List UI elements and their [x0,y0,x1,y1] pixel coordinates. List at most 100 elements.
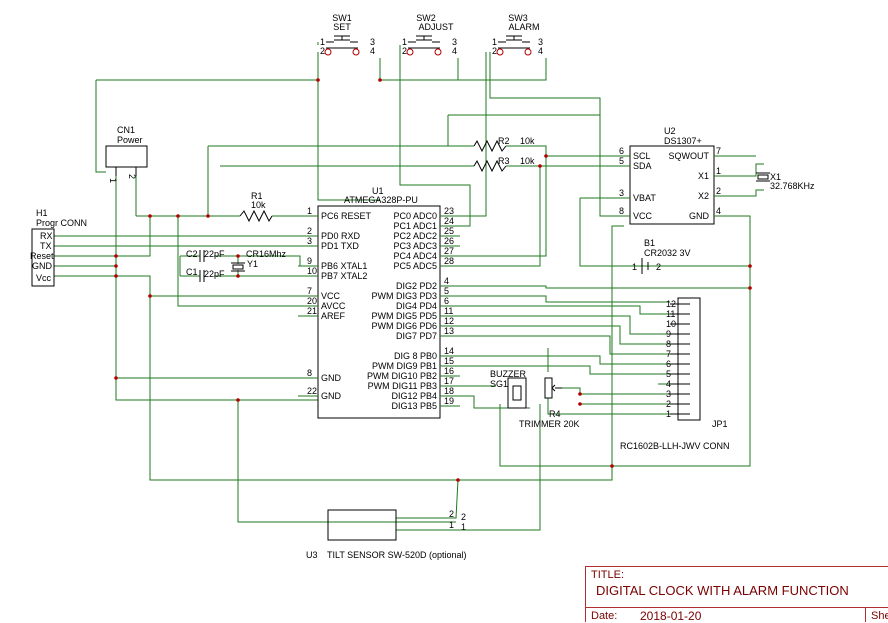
sw1-name: SET [333,22,351,32]
u3-pin2-right: 2 [461,512,466,522]
u1-right-pin-num-12: 12 [444,316,454,326]
u1-right-pin-num-16: 16 [444,366,454,376]
title-label: TITLE: [591,569,625,581]
u2-left-pin-num-3: 3 [619,188,624,198]
r2-value: 10k [520,136,535,146]
h1-pin-rx: RX [40,231,53,241]
y1-crystal: CR16Mhz Y1 [231,249,287,272]
u3-pin1-right: 1 [461,522,466,532]
title-block-divider [865,607,866,622]
sg1-name: BUZZER [490,369,527,379]
u2-ref: U2 [664,126,676,136]
sw3-pin4: 4 [538,46,543,56]
u1-right-pin-label-12: PWM DIG6 PD6 [371,321,437,331]
sw3-pin2: 2 [492,46,497,56]
u1-left-pin-label-3: PD1 TXD [321,241,359,251]
r3-ref: R3 [498,156,510,166]
u1-right-pin-label-15: PWM DIG9 PB1 [372,361,437,371]
u1-ref: U1 [372,186,384,196]
u1-right-pin-label-5: PWM DIG3 PD3 [371,291,437,301]
h1-pin-gnd: GND [32,261,53,271]
c1-capacitor: C1 22pF [186,267,225,282]
sw3-name: ALARM [508,22,539,32]
jp1-pin-num-2: 2 [666,399,671,409]
r1-resistor: R1 10k [239,191,273,223]
u1-part: ATMEGA328P-PU [344,195,418,205]
u1-left-pin-num-3: 3 [307,236,312,246]
u2-right-pin-label-2: X2 [698,191,709,201]
u1-right-pin-label-19: DIG13 PB5 [391,401,437,411]
u2-left-pin-label-8: VCC [633,211,653,221]
sw3-alarm: SW3 ALARM 1 2 3 4 [492,13,543,56]
u2-right-pin-label-7: SQWOUT [669,151,710,161]
h1-name: Progr CONN [36,218,87,228]
jp1-pin-num-3: 3 [666,389,671,399]
jp1-ref: JP1 [712,419,728,429]
u1-left-pin-num-22: 22 [307,386,317,396]
u1-left-pin-label-7: VCC [321,291,341,301]
date-label: Date: [591,610,618,622]
u1-left-pin-num-9: 9 [307,256,312,266]
r3-value: 10k [520,156,535,166]
jp1-pin-num-12: 12 [666,299,676,309]
u1-right-pin-label-17: PWM DIG11 PB3 [368,381,437,391]
u1-right-pin-label-13: DIG7 PD7 [396,331,437,341]
jp1-pin-num-11: 11 [666,309,675,319]
sw1-pin2: 2 [320,46,325,56]
r2-resistor: R2 10k [473,136,535,153]
x1-ref: X1 [770,172,781,182]
u1-right-pin-label-26: PC3 ADC3 [393,241,437,251]
sg1-buzzer: BUZZER SG1 [490,369,527,409]
date-value: 2018-01-20 [640,609,702,623]
u2-left-pin-num-8: 8 [619,206,624,216]
u1-right-pin-num-17: 17 [444,376,454,386]
u1-right-pin-label-4: DIG2 PD2 [396,281,437,291]
y1-ref: Y1 [247,259,258,269]
sw2-adjust: SW2 ADJUST 1 2 3 4 [402,13,457,56]
r3-resistor: R3 10k [473,156,535,173]
u1-right-pin-num-4: 4 [444,276,449,286]
jp1-pin-num-1: 1 [666,409,671,419]
jp1-pin-num-9: 9 [666,329,671,339]
u1-right-pin-num-6: 6 [444,296,449,306]
u1-right-pin-num-25: 25 [444,226,454,236]
c2-value: 22pF [204,249,225,259]
sg1-ref: SG1 [490,379,508,389]
h1-pin-vcc: Vcc [36,273,52,283]
title-row: TITLE: DIGITAL CLOCK WITH ALARM FUNCTION [586,567,888,608]
x1-value: 32.768KHz [770,181,815,191]
u1-left-pin-num-1: 1 [307,206,312,216]
u1-right-pin-label-25: PC2 ADC2 [393,231,437,241]
c2-ref: C2 [186,249,198,259]
u1-right-pin-num-24: 24 [444,216,454,226]
y1-value: CR16Mhz [246,249,287,259]
jp1-pin-num-4: 4 [666,379,671,389]
page-title: DIGITAL CLOCK WITH ALARM FUNCTION [596,583,849,598]
sw2-pin1: 1 [402,37,407,47]
h1-progr-conn: H1 Progr CONN RX TX Reset GND Vcc [30,208,87,287]
u2-left-pin-label-5: SDA [633,161,652,171]
u1-right-pin-label-27: PC4 ADC4 [393,251,437,261]
cn1-power: CN1 Power 1 2 [105,125,148,183]
u3-pin1-left: 1 [449,520,454,530]
u1-left-pin-num-2: 2 [307,226,312,236]
u1-right-pin-label-18: DIG12 PB4 [391,391,437,401]
jp1-pin-num-6: 6 [666,359,671,369]
sw3-pin3: 3 [538,37,543,47]
r1-ref: R1 [251,191,263,201]
u3-part: TILT SENSOR SW-520D (optional) [327,550,467,560]
sw2-name: ADJUST [418,22,454,32]
sw1-ref: SW1 [332,13,352,23]
u1-left-pin-num-20: 20 [307,296,317,306]
sw1-pin3: 3 [370,37,375,47]
u1-left-pin-label-10: PB7 XTAL2 [321,271,367,281]
u1-left-pin-label-8: GND [321,373,342,383]
u2-left-pin-label-6: SCL [633,151,651,161]
u3-pin2-left: 2 [449,509,454,519]
u1-left-pin-label-20: AVCC [321,301,346,311]
u3-tilt-sensor: 2 1 2 1 U3 TILT SENSOR SW-520D (optional… [306,509,467,560]
